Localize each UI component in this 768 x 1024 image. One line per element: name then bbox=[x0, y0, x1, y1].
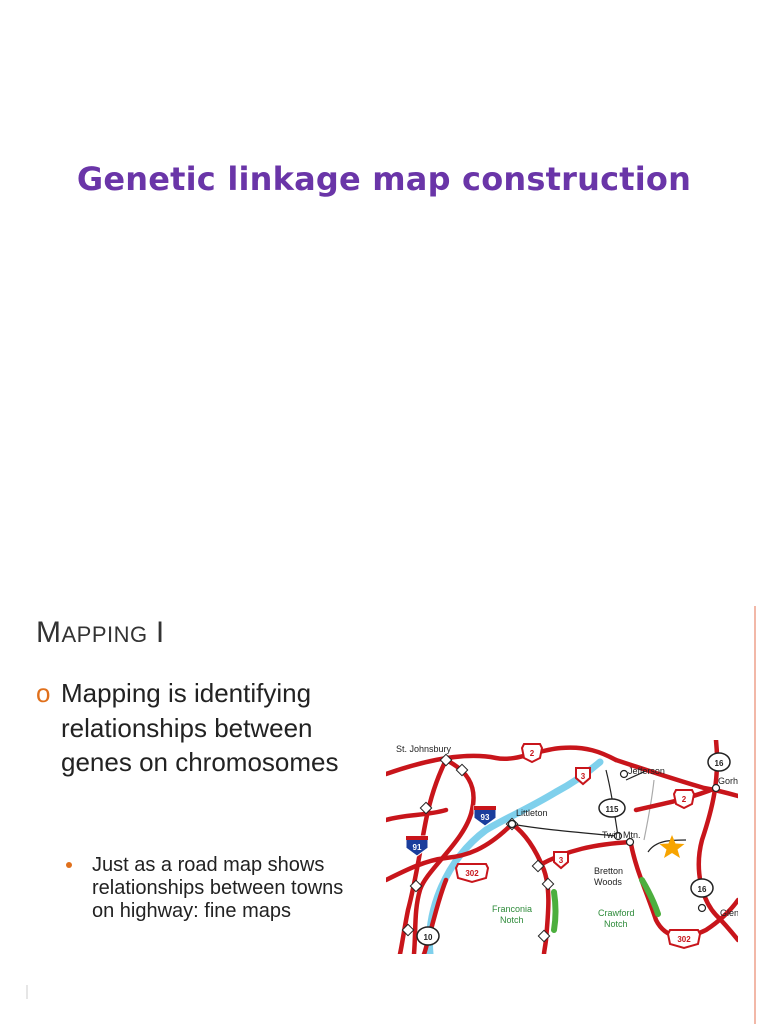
shield-i91: 91 bbox=[405, 835, 429, 857]
shield-us2-b: 2 bbox=[672, 789, 696, 810]
highway-us302 bbox=[386, 821, 515, 883]
svg-text:16: 16 bbox=[715, 759, 724, 768]
sub-bullet-dot-icon bbox=[66, 862, 72, 868]
label-twin-mtn: Twin Mtn. bbox=[602, 830, 641, 840]
interstate-band bbox=[406, 836, 428, 840]
label-st-johnsbury: St. Johnsbury bbox=[396, 744, 452, 754]
town-dots bbox=[507, 769, 721, 913]
town-dot-icon bbox=[507, 819, 517, 829]
svg-text:91: 91 bbox=[413, 843, 422, 852]
label-crawford: Crawford bbox=[598, 908, 635, 918]
label-woods: Woods bbox=[594, 877, 622, 887]
river-path bbox=[426, 758, 604, 954]
town-dot-icon bbox=[711, 783, 721, 793]
town-dot-icon bbox=[697, 903, 707, 913]
right-edge-rule bbox=[754, 606, 756, 1024]
section-heading: MAPPING I bbox=[36, 616, 165, 650]
junction-diamond-icon bbox=[537, 929, 551, 943]
highway-i91 bbox=[411, 757, 476, 954]
label-littleton: Littleton bbox=[516, 808, 548, 818]
shield-us302-b: 302 bbox=[666, 929, 702, 950]
svg-text:115: 115 bbox=[606, 805, 619, 814]
shield-us2-a: 2 bbox=[520, 743, 544, 764]
minor-road bbox=[643, 779, 655, 841]
highway-nh116 bbox=[386, 807, 449, 823]
svg-text:3: 3 bbox=[581, 772, 586, 781]
town-dot-icon bbox=[625, 837, 635, 847]
shield-nh16-b: 16 bbox=[690, 878, 714, 898]
highway-us2-west bbox=[386, 745, 619, 777]
main-bullet-text: Mapping is identifying relationships bet… bbox=[61, 678, 339, 777]
svg-text:2: 2 bbox=[682, 795, 687, 804]
label-bretton: Bretton bbox=[594, 866, 623, 876]
place-labels: St. Johnsbury Jefferson Gorham Littleton… bbox=[396, 744, 738, 929]
shield-nh16-a: 16 bbox=[707, 752, 731, 772]
svg-text:93: 93 bbox=[481, 813, 490, 822]
section-heading-initial: M bbox=[36, 616, 62, 649]
highway-nh3 bbox=[535, 839, 634, 869]
slide-title: Genetic linkage map construction bbox=[76, 160, 692, 198]
highways bbox=[386, 740, 738, 954]
destination-star-icon bbox=[659, 835, 685, 858]
junction-diamond-icon bbox=[439, 753, 453, 767]
label-crawford-notch: Notch bbox=[604, 919, 628, 929]
label-glen: Glen bbox=[720, 908, 738, 918]
svg-text:10: 10 bbox=[424, 933, 433, 942]
left-edge-mark bbox=[26, 985, 28, 999]
shield-nh3-b: 3 bbox=[553, 851, 569, 870]
interstate-band bbox=[474, 806, 496, 810]
franconia-notch-segment bbox=[551, 889, 559, 933]
label-jefferson: Jefferson bbox=[628, 766, 665, 776]
shield-nh115: 115 bbox=[598, 798, 626, 818]
shield-us302-a: 302 bbox=[454, 863, 490, 884]
junction-diamond-icon bbox=[455, 763, 469, 777]
shield-nh10: 10 bbox=[416, 926, 440, 946]
junction-diamond-icon bbox=[419, 801, 433, 815]
svg-text:302: 302 bbox=[465, 869, 479, 878]
junction-diamond-icon bbox=[409, 879, 423, 893]
junction-diamond-icon bbox=[401, 923, 415, 937]
section-heading-numeral: I bbox=[155, 616, 165, 649]
crawford-notch-segment bbox=[639, 877, 661, 917]
junction-diamond-icon bbox=[531, 859, 545, 873]
svg-text:302: 302 bbox=[677, 935, 691, 944]
label-gorham: Gorham bbox=[718, 776, 738, 786]
highway-i93 bbox=[509, 821, 551, 954]
town-dot-icon bbox=[613, 831, 623, 841]
svg-text:2: 2 bbox=[530, 749, 535, 758]
highway-us2-gorham bbox=[633, 785, 719, 813]
label-franconia: Franconia bbox=[492, 904, 532, 914]
svg-text:16: 16 bbox=[698, 885, 707, 894]
minor-road bbox=[647, 839, 687, 853]
minor-road bbox=[510, 823, 617, 837]
highway-us2-east bbox=[613, 757, 738, 799]
shield-i93: 93 bbox=[473, 805, 497, 827]
section-heading-rest: APPING bbox=[61, 622, 148, 647]
town-dot-icon bbox=[619, 769, 629, 779]
bullet-marker: o bbox=[36, 678, 51, 708]
label-franconia-notch: Notch bbox=[500, 915, 524, 925]
junction-diamond-icon bbox=[541, 877, 555, 891]
road-map-svg: 2 2 3 3 93 91 115 16 bbox=[386, 740, 738, 954]
shield-nh3-a: 3 bbox=[575, 767, 591, 786]
sub-bullet-text: Just as a road map shows relationships b… bbox=[92, 854, 344, 922]
road-map-figure: 2 2 3 3 93 91 115 16 bbox=[386, 740, 738, 954]
svg-text:3: 3 bbox=[559, 856, 564, 865]
